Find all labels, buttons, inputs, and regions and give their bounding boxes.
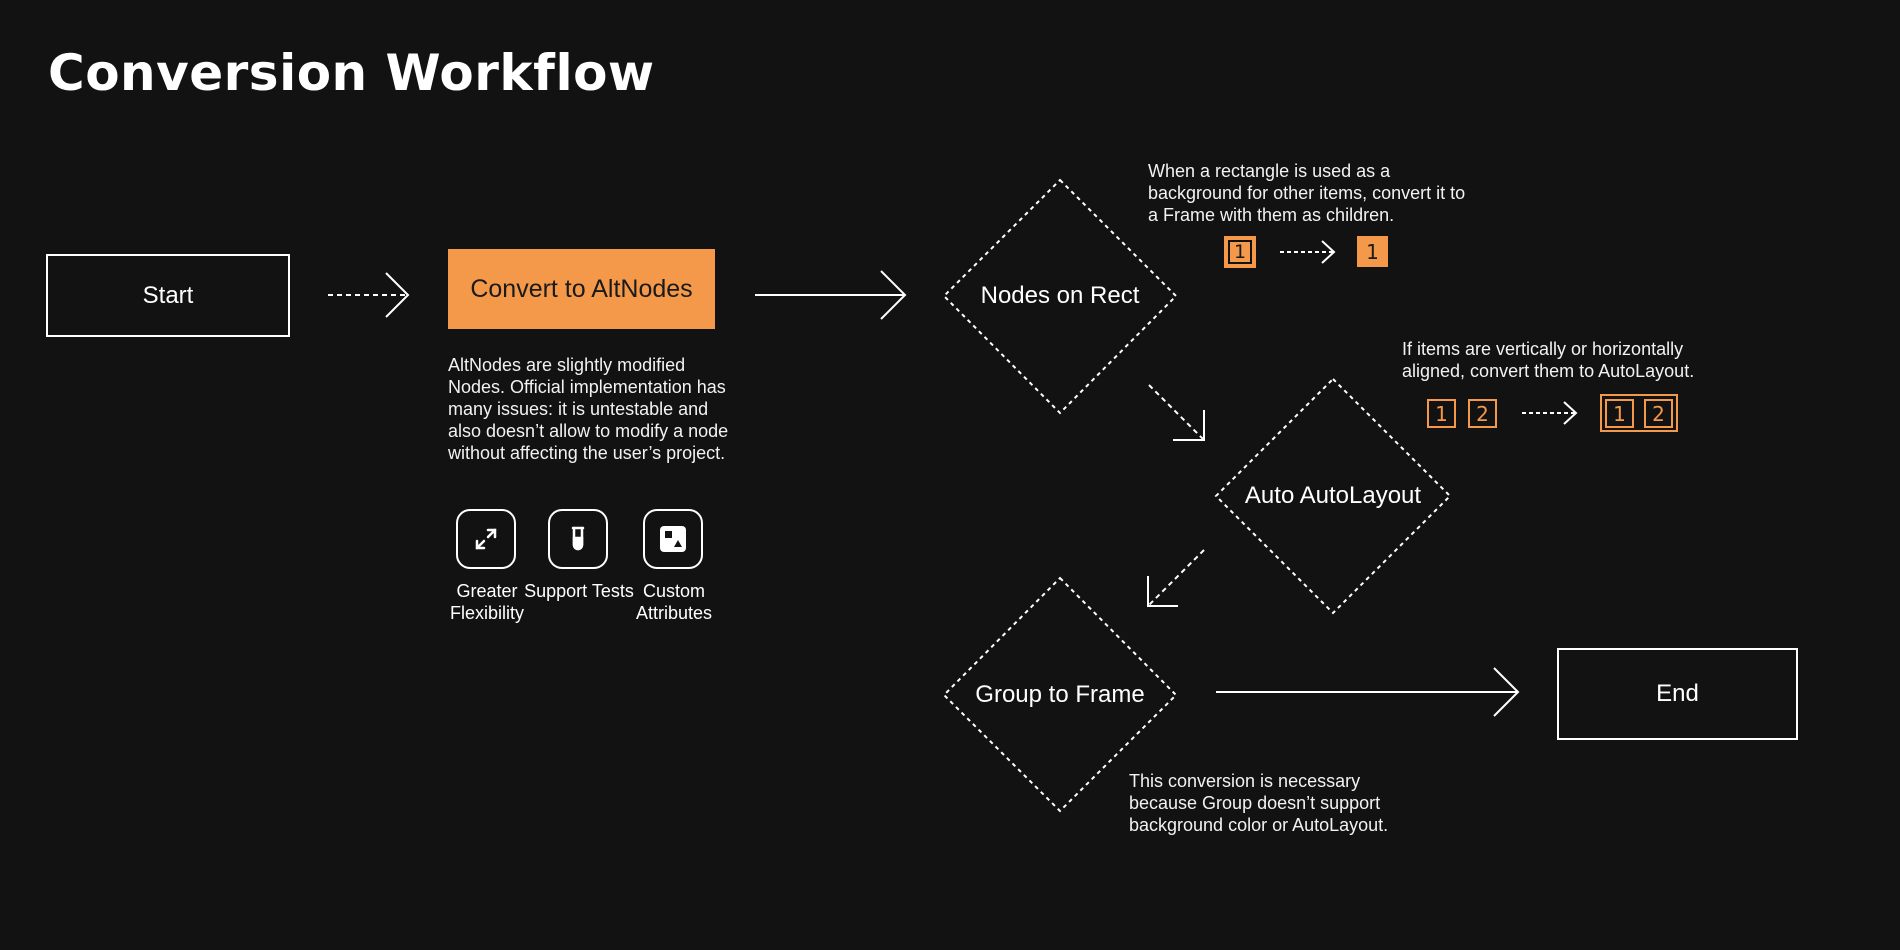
group-to-frame-description: This conversion is necessary because Gro… [1129, 771, 1389, 835]
example-rect-before-frame: 1 [1224, 236, 1256, 268]
page-title: Conversion Workflow [48, 44, 655, 102]
feature-custom-attributes: Custom Attributes [619, 509, 729, 624]
diamond-auto-autolayout [1214, 377, 1452, 615]
example-rect-after-badge: 1 [1357, 236, 1388, 267]
example-autolayout-before-badge-2: 2 [1468, 399, 1497, 428]
example-autolayout-after-badge-2: 2 [1644, 399, 1673, 428]
auto-autolayout-label: Auto AutoLayout [1244, 482, 1422, 509]
feature-label: Custom Attributes [635, 581, 713, 623]
altnodes-description: AltNodes are slightly modified Nodes. Of… [448, 355, 729, 463]
end-node: End [1557, 648, 1798, 740]
arrow-group-to-end [1216, 667, 1520, 717]
start-label: Start [142, 281, 194, 309]
example-autolayout-before-badge-1: 1 [1427, 399, 1456, 428]
example-rect-before-badge: 1 [1228, 240, 1252, 264]
example-autolayout-after-badge-1: 1 [1605, 399, 1634, 428]
end-label: End [1656, 680, 1699, 707]
diamond-nodes-on-rect [942, 178, 1178, 415]
example-arrow-autolayout [1522, 401, 1578, 425]
test-tube-icon [548, 509, 608, 569]
example-arrow-rect [1280, 240, 1336, 264]
expand-arrows-icon [456, 509, 516, 569]
auto-autolayout-description: If items are vertically or horizontally … [1402, 339, 1695, 381]
nodes-on-rect-description: When a rectangle is used as a background… [1148, 161, 1466, 225]
group-to-frame-label: Group to Frame [975, 681, 1145, 708]
arrow-autolayout-to-group [1147, 549, 1205, 607]
arrow-start-to-convert [328, 272, 410, 318]
example-autolayout-after-frame [1600, 394, 1678, 432]
convert-label: Convert to AltNodes [470, 274, 693, 303]
start-node: Start [46, 254, 290, 337]
shapes-icon [643, 509, 703, 569]
arrow-convert-to-nodes-on-rect [755, 270, 907, 320]
nodes-on-rect-label: Nodes on Rect [980, 282, 1140, 309]
convert-to-altnodes-node: Convert to AltNodes [448, 249, 715, 329]
feature-greater-flexibility: Greater Flexibility [432, 509, 542, 624]
feature-support-tests: Support Tests [524, 509, 634, 602]
feature-label: Greater Flexibility [449, 581, 524, 623]
diamond-group-to-frame [942, 576, 1178, 813]
feature-label: Support Tests [524, 581, 634, 601]
arrow-rect-to-autolayout [1148, 384, 1205, 441]
